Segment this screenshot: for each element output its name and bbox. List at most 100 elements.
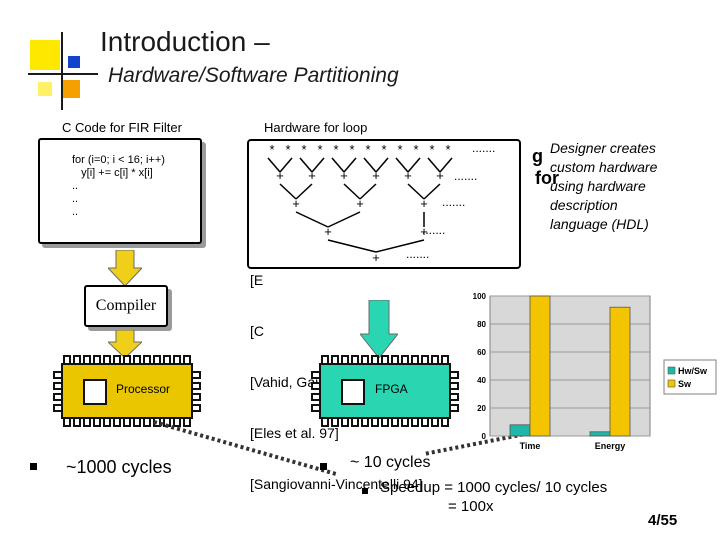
adder-tree: ************.......++++++.......+++.....… [247,139,521,269]
bullet-square [362,487,368,494]
adder-symbol: + [404,168,412,183]
chip-pin [381,417,389,427]
x-tick-label: Time [520,441,541,451]
slide-subtitle: Hardware/Software Partitioning [108,64,399,87]
chip-pin [361,417,369,427]
chip-pin [371,417,379,427]
chip-pin [391,417,399,427]
processor-label: Processor [116,382,171,396]
slide-title: Introduction – [100,26,270,57]
chip-pin [321,355,329,365]
chip-pin [431,355,439,365]
chip-pin [191,371,201,379]
chip-pin [341,417,349,427]
processor-dotted-line [153,420,337,476]
y-tick-label: 60 [477,348,486,357]
chip-pin [103,417,111,427]
chip-pin [381,355,389,365]
reference-line-0: [E [250,272,264,288]
fpga-chip [311,355,459,427]
multiplier-symbol: * [317,142,322,157]
deco-orange-square [62,80,80,98]
hardware-loop-label: Hardware for loop [264,120,368,135]
chip-pin [311,382,321,390]
y-tick-label: 20 [477,404,486,413]
chip-pin [53,404,63,412]
chip-pin [321,417,329,427]
adder-symbol: + [356,196,364,211]
hardware-cycles-bullet [320,458,327,476]
chip-pin [441,355,449,365]
adder-symbol: + [420,196,428,211]
occluded-text-2-right: for [535,168,559,188]
adder-symbol: + [372,168,380,183]
multiplier-symbol: * [285,142,290,157]
software-cycles: ~1000 cycles [66,457,172,477]
chip-pin [93,355,101,365]
chip-pin [143,355,151,365]
chart-legend [663,359,717,395]
adder-symbol: + [276,168,284,183]
chip-pin [63,355,71,365]
multiplier-symbol: * [413,142,418,157]
tree-dots: ....... [406,247,429,261]
arrow-code-to-compiler [108,250,142,286]
occluded-text-1-right: g [532,146,543,166]
chip-pin [361,355,369,365]
chip-pin [331,417,339,427]
corner-decoration [28,32,98,110]
legend-swatch [667,366,676,375]
tree-dots: ....... [442,195,465,209]
multiplier-symbol: * [333,142,338,157]
chip-pin [83,417,91,427]
reference-line-3: [Eles et al. 97] [250,425,339,441]
chip-pin [401,355,409,365]
tree-dots: ....... [422,223,445,237]
adder-symbol: + [340,168,348,183]
chip-pin [341,355,349,365]
chip-pin [73,417,81,427]
y-tick-label: 0 [482,432,487,441]
tree-dots: ....... [472,141,495,155]
tree-dots: ....... [454,169,477,183]
chip-pin [191,382,201,390]
multiplier-symbol: * [349,142,354,157]
chip-pin [311,404,321,412]
chip-pin [191,393,201,401]
hardware-cycles: ~ 10 cycles [350,454,431,471]
y-tick-label: 100 [473,292,487,301]
processor-chip [53,355,201,427]
chip-pin [83,355,91,365]
chip-pin [63,417,71,427]
reference-line-4: [Sangiovanni-Vincentelli 94] [250,476,423,492]
fpga-core [341,379,365,405]
multiplier-symbol: * [429,142,434,157]
adder-symbol: + [324,224,332,239]
chip-pin [183,355,191,365]
chip-pin [391,355,399,365]
chip-pin [371,355,379,365]
chip-pin [411,417,419,427]
chip-pin [113,355,121,365]
bar-hwsw-energy [589,431,611,437]
multiplier-symbol: * [301,142,306,157]
reference-line-1: [C [250,323,264,339]
multiplier-symbol: * [445,142,450,157]
chip-pin [331,355,339,365]
adder-symbol: + [308,168,316,183]
chip-pin [421,355,429,365]
chip-pin [191,404,201,412]
chip-pin [163,355,171,365]
designer-note: Designer creates custom hardware using h… [550,140,658,232]
chip-pin [73,355,81,365]
software-cycles-bullet [30,458,37,476]
legend-swatch [667,379,676,388]
chip-pin [113,417,121,427]
x-tick-label: Energy [595,441,626,451]
multiplier-symbol: * [365,142,370,157]
adder-symbol: + [436,168,444,183]
chip-pin [123,355,131,365]
chip-pin [133,355,141,365]
chip-pin [53,393,63,401]
